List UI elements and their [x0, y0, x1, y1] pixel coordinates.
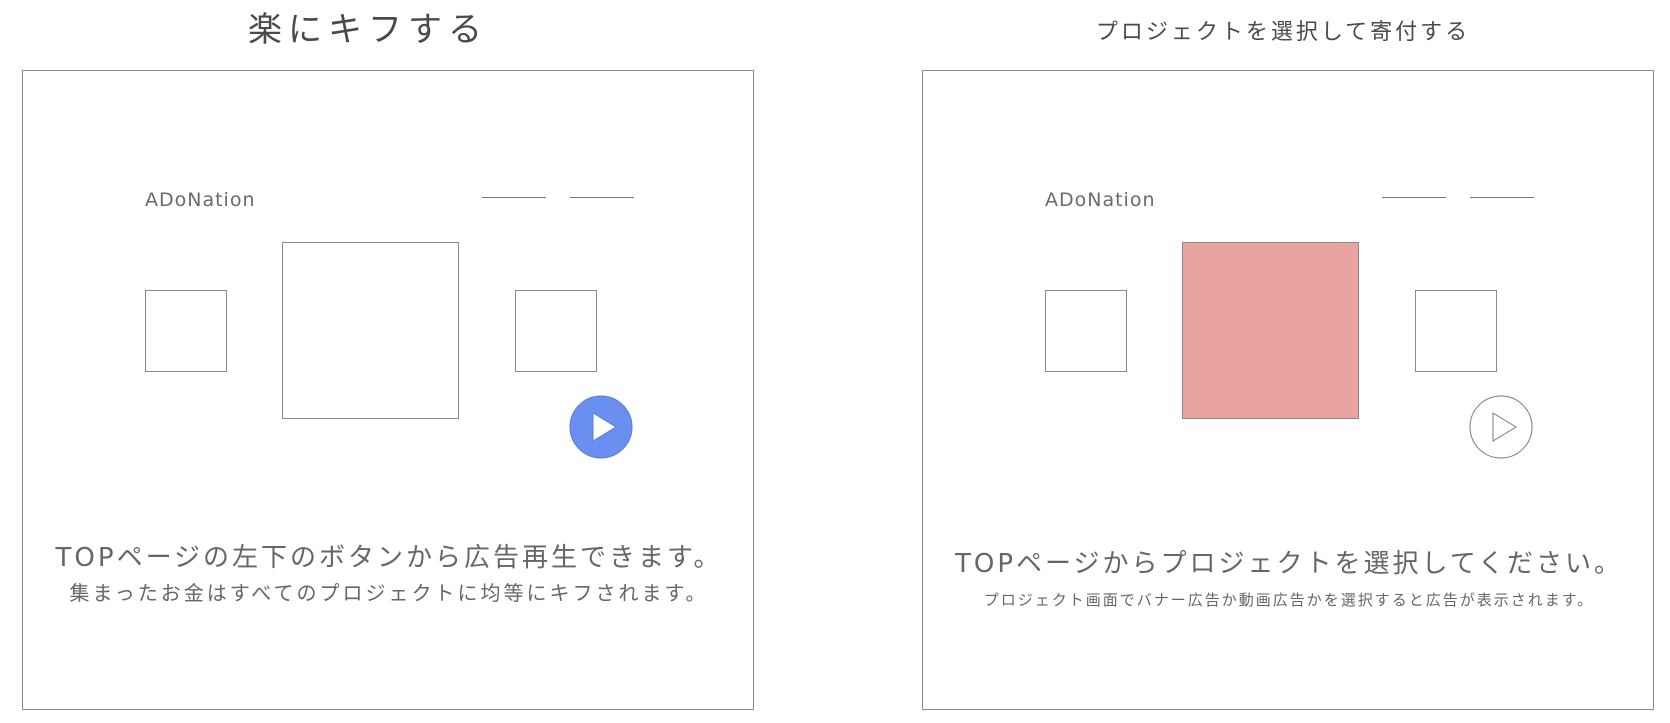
ad-play-button[interactable] [569, 395, 633, 459]
instruction-main-text: TOPページの左下のボタンから広告再生できます。 [55, 543, 723, 573]
instruction-main-text: TOPページからプロジェクトを選択してください。 [955, 549, 1623, 579]
play-icon [569, 395, 633, 459]
panel-title-select-project: プロジェクトを選択して寄付する [1095, 20, 1471, 45]
play-icon [1469, 395, 1533, 459]
instruction-sub-text: 集まったお金はすべてのプロジェクトに均等にキフされます。 [69, 581, 709, 605]
ad-play-button[interactable] [1469, 395, 1533, 459]
app-logo: ADoNation [145, 189, 256, 211]
project-card-small-right[interactable] [1415, 290, 1497, 372]
project-card-small-right[interactable] [515, 290, 597, 372]
wireframe-panel-easy-donate: ADoNation TOPページの左下のボタンから広告再生できます。 集まったお… [22, 70, 754, 710]
project-card-featured-selected[interactable] [1182, 242, 1359, 419]
wireframe-panel-select-project: ADoNation TOPページからプロジェクトを選択してください。 プロジェク… [922, 70, 1654, 710]
nav-menu-item[interactable] [482, 197, 546, 198]
panel-title-easy-donate: 楽にキフする [248, 10, 488, 50]
instruction-sub-text: プロジェクト画面でバナー広告か動画広告かを選択すると広告が表示されます。 [983, 591, 1595, 609]
nav-menu-item[interactable] [1470, 197, 1534, 198]
nav-menu-item[interactable] [570, 197, 634, 198]
project-card-small-left[interactable] [145, 290, 227, 372]
project-card-featured[interactable] [282, 242, 459, 419]
nav-menu-item[interactable] [1382, 197, 1446, 198]
app-logo: ADoNation [1045, 189, 1156, 211]
project-card-small-left[interactable] [1045, 290, 1127, 372]
